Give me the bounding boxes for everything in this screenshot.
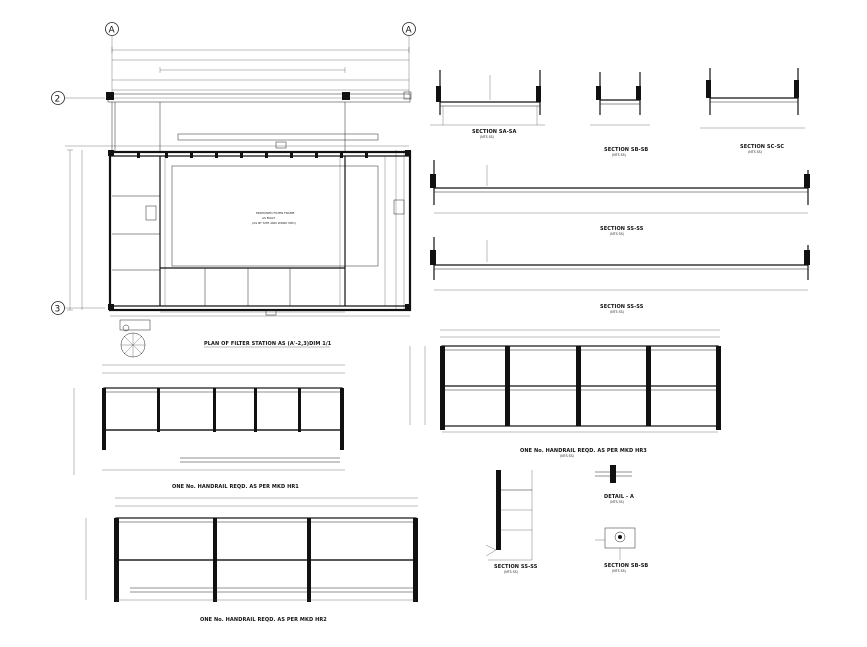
svg-text:ONE No. HANDRAIL REQD. AS PER: ONE No. HANDRAIL REQD. AS PER MKD HR3 [520, 448, 647, 454]
svg-text:(NTS SS): (NTS SS) [612, 569, 626, 573]
svg-text:(NTS SS): (NTS SS) [480, 135, 494, 139]
section-small-2: SECTION SB-SB (NTS SS) [595, 527, 648, 573]
grid-marker-row-3: 3 [51, 301, 105, 315]
section-long-1: SECTION SS-SS (NTS SS) [430, 160, 810, 236]
grid-marker-a-right: A [402, 22, 416, 95]
handrail-bottom: ONE No. HANDRAIL REQD. AS PER MKD HR2 [85, 497, 418, 623]
svg-text:A: A [109, 26, 116, 36]
svg-text:SECTION SB-SB: SECTION SB-SB [604, 563, 648, 569]
svg-text:SECTION SA-SA: SECTION SA-SA [472, 129, 516, 135]
svg-text:(NTS SS): (NTS SS) [610, 310, 624, 314]
svg-text:(NTS SS): (NTS SS) [560, 454, 574, 458]
section-small-1: SECTION SS-SS (NTS SS) [485, 470, 538, 574]
section-sb: SECTION SB-SB (NTS SS) [590, 72, 650, 157]
svg-text:ONE No. HANDRAIL REQD. AS PER: ONE No. HANDRAIL REQD. AS PER MKD HR1 [172, 484, 299, 490]
section-sc: SECTION SC-SC (NTS SS) [700, 68, 805, 154]
svg-text:(NTS SS): (NTS SS) [748, 150, 762, 154]
svg-text:DETAIL - A: DETAIL - A [604, 494, 634, 500]
svg-text:3: 3 [55, 305, 61, 315]
svg-text:SECTION SS-SS: SECTION SS-SS [600, 226, 644, 232]
svg-text:ONE No. HANDRAIL REQD. AS PER: ONE No. HANDRAIL REQD. AS PER MKD HR2 [200, 617, 327, 623]
svg-text:A: A [406, 26, 413, 36]
svg-text:SECTION SS-SS: SECTION SS-SS [494, 564, 538, 570]
plan-filter-station: PROPOSED FILTER FRAME AS BUILT (AS BY SI… [65, 47, 412, 358]
svg-text:SECTION SS-SS: SECTION SS-SS [600, 304, 644, 310]
plan-title: PLAN OF FILTER STATION AS (A'-2,3)DIM 1/… [204, 341, 332, 347]
svg-text:(NTS SS): (NTS SS) [612, 153, 626, 157]
svg-text:PROPOSED FILTER FRAME: PROPOSED FILTER FRAME [256, 211, 294, 215]
svg-text:SECTION SB-SB: SECTION SB-SB [604, 147, 648, 153]
handrail-right: ONE No. HANDRAIL REQD. AS PER MKD HR3 (N… [409, 329, 721, 458]
svg-text:SECTION SC-SC: SECTION SC-SC [740, 144, 784, 150]
grid-marker-row-2: 2 [51, 91, 105, 105]
detail-a: DETAIL - A (NTS SS) [595, 465, 634, 504]
grid-marker-a-left: A [105, 22, 119, 95]
svg-text:(AS BY SITE AND WORK SHD): (AS BY SITE AND WORK SHD) [252, 221, 296, 225]
svg-text:2: 2 [55, 95, 61, 105]
svg-text:(NTS SS): (NTS SS) [504, 570, 518, 574]
handrail-left: ONE No. HANDRAIL REQD. AS PER MKD HR1 [73, 364, 345, 490]
svg-text:(NTS SS): (NTS SS) [610, 500, 624, 504]
section-sa: SECTION SA-SA (NTS SS) [430, 70, 545, 139]
svg-text:(NTS SS): (NTS SS) [610, 232, 624, 236]
section-long-2: SECTION SS-SS (NTS SS) [430, 237, 810, 314]
svg-text:AS BUILT: AS BUILT [262, 216, 275, 220]
